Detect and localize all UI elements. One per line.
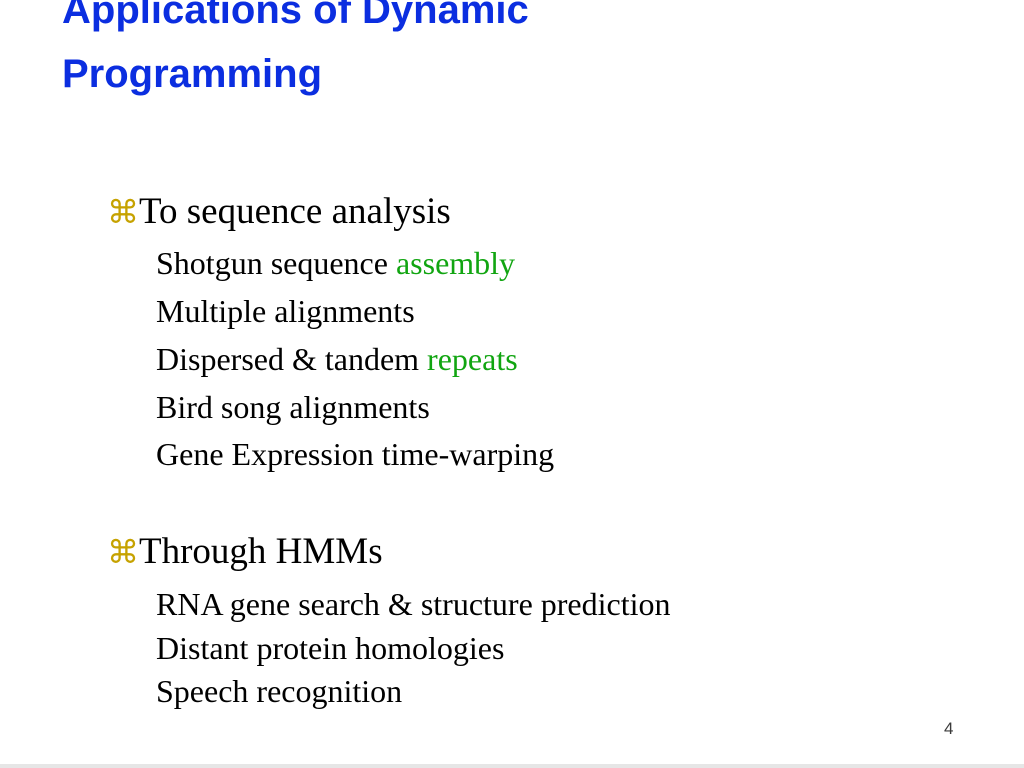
sub-item-shotgun-sequence-assembly: Shotgun sequence assembly — [156, 243, 515, 283]
sub-item-text: Speech recognition — [156, 673, 403, 709]
sub-item-dispersed-tandem-repeats: Dispersed & tandem repeats — [156, 339, 518, 379]
sub-item-text: RNA gene search & structure prediction — [156, 586, 671, 622]
highlight-word: assembly — [395, 245, 516, 281]
bullet-through-hmms: ⌘Through HMMs — [107, 530, 383, 574]
sub-item-text: Dispersed & tandem — [156, 341, 428, 377]
sub-item-bird-song-alignments: Bird song alignments — [156, 387, 430, 427]
sub-item-gene-expression-time-warping: Gene Expression time-warping — [156, 434, 554, 474]
sub-item-text: Bird song alignments — [156, 389, 430, 425]
sub-item-distant-protein-homologies: Distant protein homologies — [156, 628, 504, 668]
bottom-divider — [0, 764, 1024, 768]
command-bullet-icon: ⌘ — [107, 533, 139, 571]
command-bullet-icon: ⌘ — [107, 193, 139, 231]
slide-title-line-1: Applications of Dynamic — [62, 0, 529, 32]
slide-title-line-2: Programming — [62, 52, 323, 96]
highlight-word: repeats — [427, 341, 518, 377]
sub-item-text: Multiple alignments — [156, 293, 415, 329]
sub-item-text: Distant protein homologies — [156, 630, 505, 666]
bullet-heading: Through HMMs — [139, 531, 383, 572]
sub-item-text: Gene Expression time-warping — [156, 436, 555, 472]
sub-item-text: Shotgun sequence — [156, 245, 396, 281]
sub-item-multiple-alignments: Multiple alignments — [156, 291, 415, 331]
sub-item-rna-gene-search: RNA gene search & structure prediction — [156, 584, 671, 624]
sub-item-speech-recognition: Speech recognition — [156, 671, 402, 711]
bullet-sequence-analysis: ⌘To sequence analysis — [107, 190, 451, 234]
slide-title: Applications of Dynamic Programming — [62, 0, 529, 106]
page-number: 4 — [944, 719, 954, 738]
bullet-heading: To sequence analysis — [139, 191, 451, 232]
